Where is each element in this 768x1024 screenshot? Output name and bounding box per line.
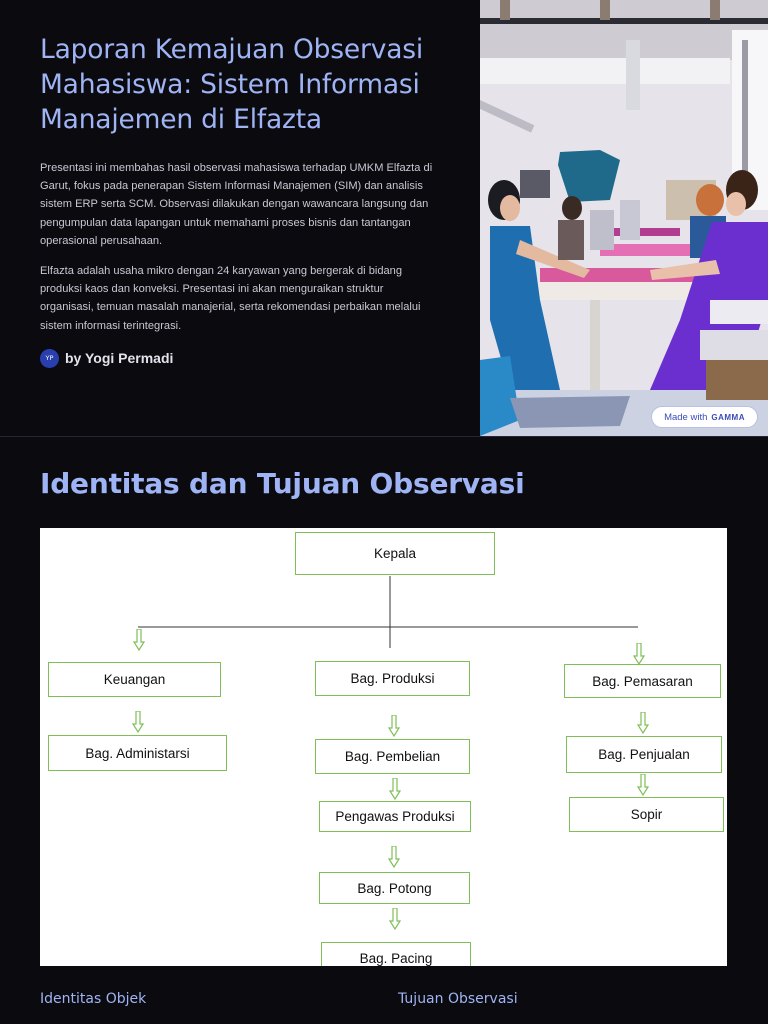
title-slide: Laporan Kemajuan Observasi Mahasiswa: Si… bbox=[0, 0, 768, 436]
badge-brand: GAMMA bbox=[711, 412, 745, 422]
garment-workshop-illustration-icon: Made with GAMMA bbox=[480, 0, 768, 436]
arrow-down-icon bbox=[389, 778, 401, 800]
org-node-pacing: Bag. Pacing bbox=[321, 942, 471, 966]
avatar: YP bbox=[40, 348, 59, 368]
company-paragraph: Elfazta adalah usaha mikro dengan 24 kar… bbox=[40, 265, 421, 332]
arrow-down-icon bbox=[637, 712, 649, 734]
slide-title: Laporan Kemajuan Observasi Mahasiswa: Si… bbox=[40, 34, 423, 135]
org-chart-connectors bbox=[138, 576, 638, 648]
arrow-down-icon bbox=[637, 774, 649, 796]
arrow-down-icon bbox=[388, 846, 400, 868]
org-node-keuangan: Keuangan bbox=[48, 662, 221, 697]
org-node-potong: Bag. Potong bbox=[319, 872, 470, 904]
tujuan-observasi-heading: Tujuan Observasi bbox=[398, 991, 518, 1007]
org-node-pemasaran: Bag. Pemasaran bbox=[564, 664, 721, 698]
org-node-penjualan: Bag. Penjualan bbox=[566, 736, 722, 773]
section-title: Identitas dan Tujuan Observasi bbox=[40, 467, 525, 500]
intro-paragraph: Presentasi ini membahas hasil observasi … bbox=[40, 162, 433, 247]
org-node-pengawas: Pengawas Produksi bbox=[319, 801, 471, 832]
arrow-down-icon bbox=[389, 908, 401, 930]
made-with-gamma-badge[interactable]: Made with GAMMA bbox=[651, 406, 758, 428]
author-byline: YP by Yogi Permadi bbox=[40, 348, 440, 368]
arrow-down-icon bbox=[132, 711, 144, 733]
org-node-pembelian: Bag. Pembelian bbox=[315, 739, 470, 774]
badge-prefix: Made with bbox=[664, 411, 708, 423]
org-node-administrasi: Bag. Administarsi bbox=[48, 735, 227, 771]
org-node-sopir: Sopir bbox=[569, 797, 724, 832]
arrow-down-icon bbox=[633, 643, 645, 665]
arrow-down-icon bbox=[133, 629, 145, 651]
title-slide-text: Laporan Kemajuan Observasi Mahasiswa: Si… bbox=[40, 32, 440, 368]
slide-divider bbox=[0, 436, 768, 437]
org-chart: Kepala Keuangan Bag. Administarsi Bag. P… bbox=[40, 528, 727, 966]
author-name: by Yogi Permadi bbox=[65, 350, 174, 367]
org-node-kepala: Kepala bbox=[295, 532, 495, 575]
identitas-objek-heading: Identitas Objek bbox=[40, 991, 147, 1007]
arrow-down-icon bbox=[388, 715, 400, 737]
org-node-produksi: Bag. Produksi bbox=[315, 661, 470, 696]
